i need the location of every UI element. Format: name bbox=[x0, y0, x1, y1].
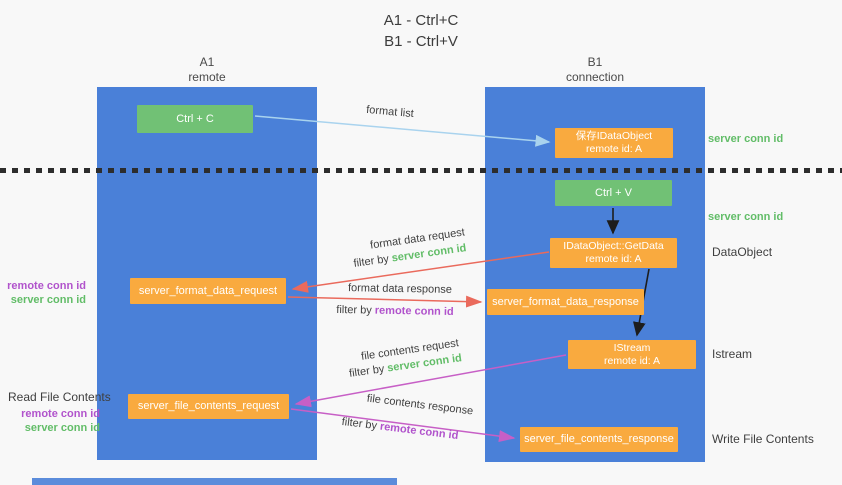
label-server-conn-id-top: server conn id bbox=[708, 133, 784, 145]
page-title: A1 - Ctrl+C B1 - Ctrl+V bbox=[0, 10, 842, 52]
node-server-format-data-response-label: server_format_data_response bbox=[492, 295, 639, 308]
filter-by-prefix-4: filter by bbox=[341, 415, 381, 433]
label-write-file-contents: Write File Contents bbox=[712, 432, 814, 446]
label-istream: Istream bbox=[712, 347, 753, 361]
dotted-divider-line bbox=[0, 168, 842, 173]
node-server-format-data-request: server_format_data_request bbox=[130, 278, 286, 304]
node-server-file-contents-request: server_file_contents_request bbox=[128, 394, 289, 419]
label-dataobject: DataObject bbox=[712, 245, 773, 259]
filter-key-remote-conn-id-1: remote conn id bbox=[374, 304, 454, 319]
lane-b1-title: B1 bbox=[587, 55, 603, 69]
title-line-2: B1 - Ctrl+V bbox=[384, 33, 458, 50]
label-server-conn-id-1: server conn id bbox=[10, 294, 86, 306]
left-conn-id-group-1: remote conn id server conn id bbox=[6, 279, 86, 307]
node-ctrl-c-label: Ctrl + C bbox=[176, 112, 214, 125]
node-ctrl-v-label: Ctrl + V bbox=[595, 186, 632, 199]
lane-b1-subtitle: connection bbox=[565, 70, 625, 84]
lane-b1-header: B1 connection bbox=[485, 55, 705, 85]
arrow-label-format-data-response: format data response bbox=[347, 282, 453, 296]
label-read-file-contents: Read File Contents bbox=[8, 390, 111, 404]
node-ctrl-c: Ctrl + C bbox=[137, 105, 253, 133]
lane-a1-header: A1 remote bbox=[97, 55, 317, 85]
filter-key-remote-conn-id-2: remote conn id bbox=[379, 420, 459, 443]
node-save-dataobject-line2: remote id: A bbox=[585, 143, 643, 155]
lane-a1-title: A1 bbox=[199, 55, 215, 69]
lane-a1-subtitle: remote bbox=[188, 70, 226, 84]
node-istream-line1: IStream bbox=[613, 341, 651, 354]
node-getdata-line1: IDataObject::GetData bbox=[563, 240, 664, 252]
node-server-format-data-request-label: server_format_data_request bbox=[138, 284, 278, 297]
label-remote-conn-id-1: remote conn id bbox=[7, 280, 86, 292]
arrow-label-filter-remote-conn-id-2: filter by remote conn id bbox=[330, 415, 470, 444]
node-server-file-contents-response: server_file_contents_response bbox=[520, 427, 678, 452]
filter-by-prefix-1: filter by bbox=[352, 252, 393, 270]
node-server-file-contents-request-label: server_file_contents_request bbox=[137, 400, 280, 412]
label-server-conn-id-mid: server conn id bbox=[708, 211, 784, 223]
filter-by-prefix-2: filter by bbox=[336, 303, 375, 317]
node-save-dataobject-line1: 保存IDataObject bbox=[575, 130, 653, 142]
label-server-conn-id-2: server conn id bbox=[24, 422, 100, 434]
node-ctrl-v: Ctrl + V bbox=[555, 180, 672, 206]
node-server-file-contents-response-label: server_file_contents_response bbox=[524, 433, 674, 445]
title-line-1: A1 - Ctrl+C bbox=[383, 12, 459, 29]
label-remote-conn-id-2: remote conn id bbox=[21, 408, 100, 420]
node-istream-line2: remote id: A bbox=[603, 354, 661, 367]
node-server-format-data-response: server_format_data_response bbox=[487, 289, 644, 315]
arrow-label-file-contents-response: file contents response bbox=[366, 392, 474, 418]
node-istream: IStream remote id: A bbox=[568, 340, 696, 369]
left-conn-id-group-2: remote conn id server conn id bbox=[20, 407, 100, 435]
node-save-dataobject: 保存IDataObject remote id: A bbox=[555, 128, 673, 158]
bottom-window-edge-bar bbox=[32, 478, 397, 485]
node-getdata: IDataObject::GetData remote id: A bbox=[550, 238, 677, 268]
node-getdata-line2: remote id: A bbox=[585, 253, 642, 265]
filter-by-prefix-3: filter by bbox=[348, 362, 389, 380]
arrow-label-format-list: format list bbox=[365, 103, 415, 121]
arrow-label-filter-remote-conn-id-1: filter by remote conn id bbox=[330, 304, 460, 318]
